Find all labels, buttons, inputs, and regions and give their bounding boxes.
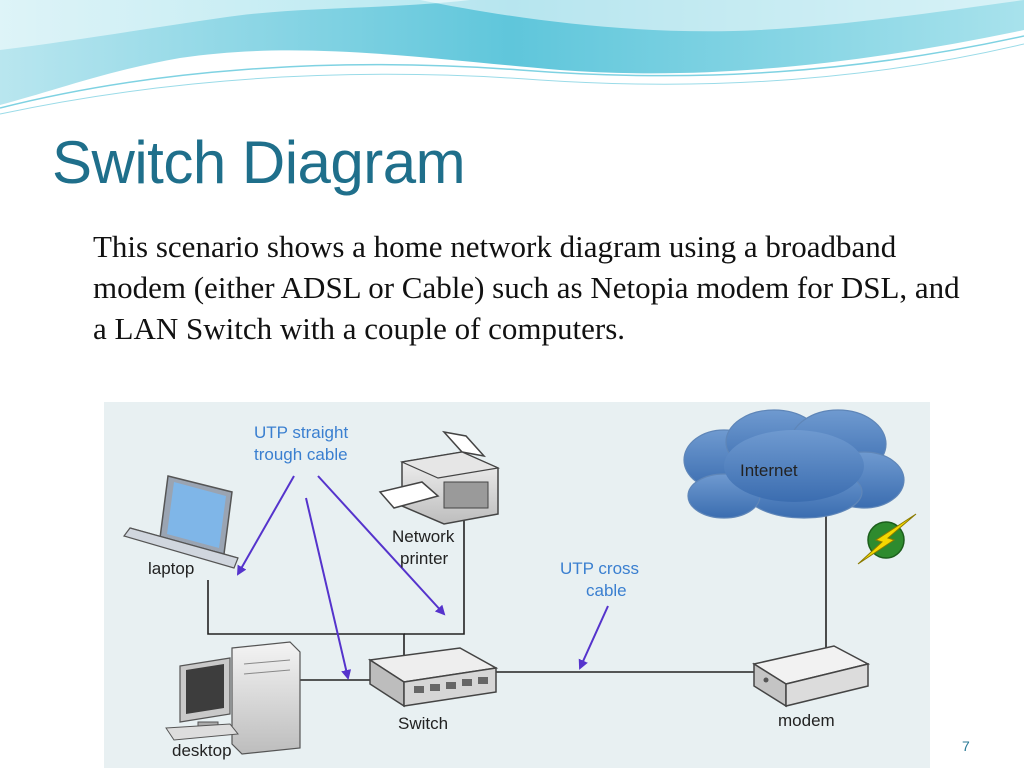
network-cables: [207, 480, 827, 681]
page-number: 7: [962, 738, 970, 754]
switch-icon: [367, 647, 499, 708]
printer-icon: [378, 430, 501, 525]
slide-body-text: This scenario shows a home network diagr…: [93, 229, 960, 346]
annotation-arrows: [237, 475, 609, 680]
internet-label: Internet: [740, 461, 798, 480]
network-printer-label-line1: Network: [392, 527, 455, 546]
utp-straight-label-line1: UTP straight: [254, 423, 348, 442]
laptop-cable: [207, 580, 405, 668]
modem-label: modem: [778, 711, 835, 730]
desktop-label: desktop: [172, 741, 232, 760]
arrow-to-laptop: [237, 475, 295, 576]
slide-title: Switch Diagram: [52, 129, 466, 196]
cloud-icon: [683, 409, 905, 519]
desktop-icon: [165, 641, 301, 755]
utp-cross-label-line1: UTP cross: [560, 559, 639, 578]
printer-cable: [404, 480, 465, 635]
laptop-icon: [122, 475, 239, 569]
switch-label: Switch: [398, 714, 448, 733]
modem-icon: [752, 645, 871, 708]
laptop-label: laptop: [148, 559, 194, 578]
arrow-to-cross-cable: [578, 605, 609, 670]
header-wave-decoration: [0, 0, 1024, 115]
network-printer-label-line2: printer: [400, 549, 449, 568]
utp-straight-label-line2: trough cable: [254, 445, 348, 464]
network-diagram: UTP straight trough cable Network printe…: [104, 402, 930, 768]
arrow-to-switch: [305, 497, 352, 680]
utp-cross-label-line2: cable: [586, 581, 627, 600]
lightning-icon: [857, 513, 917, 565]
arrow-to-printer-cable: [317, 475, 446, 616]
